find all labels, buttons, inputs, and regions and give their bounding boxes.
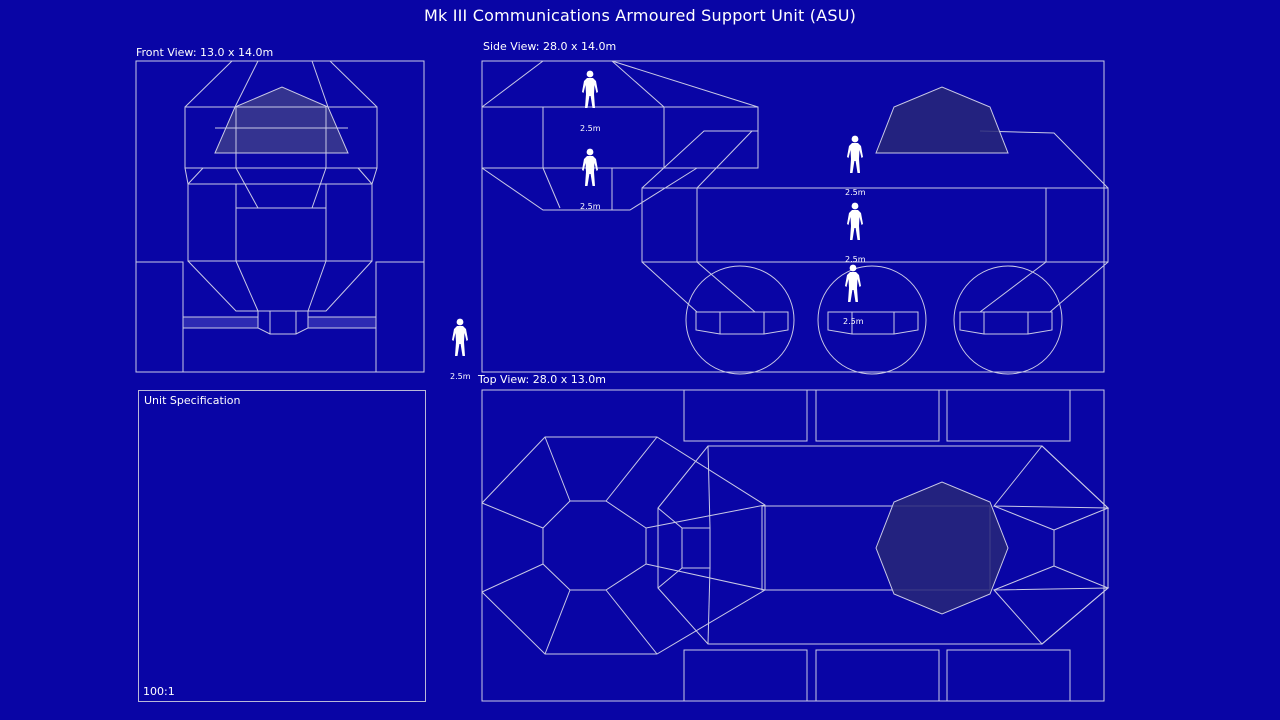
unit-specification-panel: Unit Specification 100:1 <box>138 390 426 702</box>
svg-text:2.5m: 2.5m <box>580 124 601 133</box>
spec-heading: Unit Specification <box>144 394 241 407</box>
scale-figures: 2.5m 2.5m 2.5m 2.5m 2.5m 2.5m <box>450 70 866 381</box>
side-view-label: Side View: 28.0 x 14.0m <box>483 40 617 53</box>
svg-text:2.5m: 2.5m <box>845 188 866 197</box>
front-view-label: Front View: 13.0 x 14.0m <box>136 46 274 59</box>
svg-text:2.5m: 2.5m <box>580 202 601 211</box>
page-title: Mk III Communications Armoured Support U… <box>423 6 857 25</box>
svg-text:2.5m: 2.5m <box>843 317 864 326</box>
svg-text:2.5m: 2.5m <box>845 255 866 264</box>
top-view-drawing <box>481 389 1110 702</box>
human-figure: 2.5m <box>450 318 471 381</box>
side-view-drawing <box>481 60 1109 375</box>
front-view-drawing <box>135 60 425 373</box>
human-figure: 2.5m <box>580 148 601 211</box>
svg-text:2.5m: 2.5m <box>450 372 471 381</box>
human-figure: 2.5m <box>845 202 866 264</box>
human-figure: 2.5m <box>580 70 601 133</box>
human-figure: 2.5m <box>845 135 866 197</box>
top-view-label: Top View: 28.0 x 13.0m <box>478 373 606 386</box>
human-figure: 2.5m <box>843 264 864 326</box>
scale-label: 100:1 <box>143 685 175 698</box>
